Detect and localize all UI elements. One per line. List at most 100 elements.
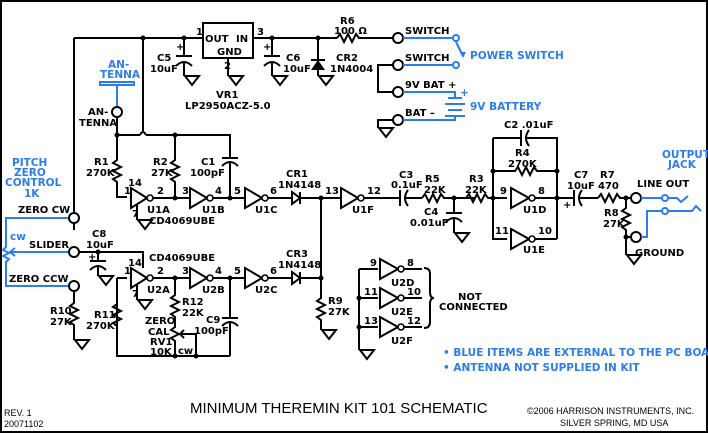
- c3-value: 0.1uF: [391, 180, 423, 191]
- output-buffer: C2 .01uF R4 270K 9 8 U1D 11 10 U1E + C7 …: [490, 120, 642, 265]
- u2f-pin12: 12: [407, 316, 421, 327]
- bat-pos-label: 9V BAT +: [405, 80, 456, 91]
- pitch-zero-control: PITCH ZERO CONTROL 1K cw: [0, 157, 69, 287]
- r8-value: 27K: [603, 219, 626, 230]
- c8-value: 10uF: [86, 240, 114, 251]
- c5-ref: C5: [157, 53, 171, 64]
- u2a-pin2: 2: [157, 266, 164, 277]
- battery-plus: +: [460, 87, 469, 99]
- u2a-pin1: 1: [124, 266, 131, 277]
- output-jack: OUTPUT JACK: [641, 149, 708, 238]
- u2b-label: U2B: [202, 285, 225, 296]
- reg-pin1: 1: [196, 27, 203, 38]
- capacitor-c5: + C5 10uF: [150, 38, 200, 86]
- c4-value: 0.01uF: [410, 218, 449, 229]
- u1c-label: U1C: [255, 205, 277, 216]
- line-out-label: LINE OUT: [637, 179, 689, 190]
- rv1-ref: RV1: [150, 337, 172, 348]
- r2-ref: R2: [153, 157, 168, 168]
- u2d-pin8: 8: [407, 258, 414, 269]
- note-antenna: • ANTENNA NOT SUPPLIED IN KIT: [443, 362, 641, 374]
- u2c-pin5: 5: [234, 266, 241, 277]
- antenna-term-label-1: AN-: [88, 107, 108, 118]
- reg-gnd-label: GND: [217, 47, 242, 58]
- u1d-label: U1D: [523, 205, 546, 216]
- terminal-switch-1: SWITCH: [392, 26, 449, 44]
- u2d-label: U2D: [391, 278, 414, 289]
- terminal-zero-ccw: ZERO CCW R10 27K: [9, 274, 90, 350]
- c1-value: 100pF: [190, 168, 225, 179]
- c6-ref: C6: [286, 53, 300, 64]
- reg-pin3: 3: [257, 27, 264, 38]
- u2b-pin4: 4: [215, 266, 222, 277]
- u1b-label: U1B: [202, 205, 225, 216]
- rv1-label-1: ZERO: [145, 316, 175, 327]
- u2a-pin7: 7: [132, 289, 139, 300]
- vr1-ref: VR1: [216, 90, 238, 101]
- u1b-pin3: 3: [182, 186, 189, 197]
- u2e-pin11: 11: [364, 287, 378, 298]
- unused-gates: 9 8 U2D 11 10 U2E 13 12 U2F NOT CONNECTE…: [356, 257, 508, 360]
- reg-in-label: IN: [236, 34, 248, 45]
- u1d-pin8: 8: [538, 186, 545, 197]
- mixer: R9 27K 13 12 U1F C3 0.1uF R5 22K C4 0.01…: [314, 170, 493, 340]
- power-switch-label: POWER SWITCH: [470, 50, 564, 62]
- r12-ref: R12: [182, 297, 204, 308]
- r8-ref: R8: [604, 208, 619, 219]
- u2e-label: U2E: [391, 307, 413, 318]
- c2-ref: C2 .01uF: [504, 120, 553, 131]
- u1a-pin7: 7: [132, 209, 139, 220]
- c8-ref: C8: [92, 229, 106, 240]
- power-switch: POWER SWITCH: [403, 34, 564, 69]
- u2f-pin13: 13: [364, 316, 378, 327]
- copyright: ©2006 HARRISON INSTRUMENTS, INC.: [527, 406, 694, 416]
- antenna-term-label-2: TENNA: [79, 118, 117, 129]
- svg-text:+: +: [88, 252, 96, 263]
- r11-ref: R11: [94, 310, 116, 321]
- not-connected-label-2: CONNECTED: [439, 302, 508, 313]
- r9-ref: R9: [328, 296, 343, 307]
- cr1-part: 1N4148: [278, 180, 321, 191]
- r2-value: 27K: [151, 168, 174, 179]
- r5-ref: R5: [425, 174, 440, 185]
- pitch-label-3: CONTROL: [5, 177, 62, 189]
- u1f-pin12: 12: [367, 186, 381, 197]
- antenna-ext-label-2: TENNA: [100, 69, 141, 81]
- slider-label: SLIDER: [29, 240, 69, 251]
- r4-ref: R4: [515, 148, 530, 159]
- u2c-label: U2C: [255, 285, 277, 296]
- zero-cw-label: ZERO CW: [18, 205, 70, 216]
- r9-value: 27K: [328, 307, 351, 318]
- r4-value: 270K: [508, 159, 538, 170]
- terminal-bat-neg: BAT –: [377, 108, 435, 138]
- u1-part: CD4069UBE: [149, 216, 215, 227]
- r11-value: 270K: [86, 321, 116, 332]
- pitch-label-1: PITCH: [12, 157, 47, 169]
- capacitor-c6: + C6 10uF: [263, 38, 311, 86]
- c1-ref: C1: [201, 157, 215, 168]
- output-jack-label-1: OUTPUT: [662, 149, 708, 161]
- oscillator-2: + C8 10uF 1 14 2 7 U2A CD4069UBE R11 270…: [79, 229, 322, 359]
- output-jack-label-2: JACK: [667, 159, 697, 171]
- svg-text:+: +: [176, 42, 184, 53]
- cr2-part: 1N4004: [330, 64, 373, 75]
- rv1-value: 10K: [150, 347, 173, 358]
- u1a-pin2: 2: [157, 186, 164, 197]
- r7-ref: R7: [600, 170, 615, 181]
- r10-ref: R10: [50, 306, 72, 317]
- not-connected-label-1: NOT: [458, 292, 482, 303]
- u1f-pin13: 13: [325, 186, 339, 197]
- svg-text:+: +: [263, 42, 271, 53]
- u2a-label: U2A: [147, 285, 170, 296]
- u2-part: CD4069UBE: [149, 253, 215, 264]
- battery-label: 9V BATTERY: [470, 101, 542, 113]
- revision: REV. 1: [4, 408, 32, 418]
- rv1-label-2: CAL: [148, 327, 170, 338]
- u1b-pin4: 4: [215, 186, 222, 197]
- u1c-pin6: 6: [270, 186, 277, 197]
- pitch-label-4: 1K: [24, 188, 40, 200]
- c7-ref: C7: [574, 170, 588, 181]
- terminal-zero-cw: ZERO CW: [18, 205, 80, 224]
- diode-cr2: CR2 1N4004: [311, 38, 373, 86]
